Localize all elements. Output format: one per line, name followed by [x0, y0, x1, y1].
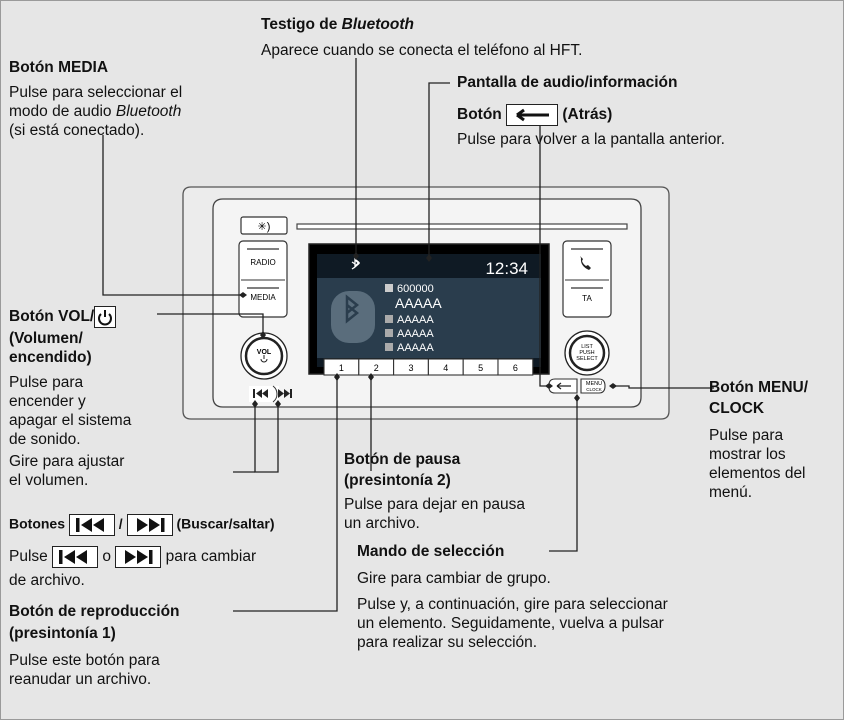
menu-clock-button[interactable] [580, 378, 606, 394]
skip-forward-icon [115, 546, 162, 568]
menu-button-desc-2: mostrar los [709, 446, 786, 463]
preset-label-6: 6 [513, 363, 518, 373]
vol-button-title-2: (Volumen/ [9, 330, 83, 347]
select-knob-desc-3: un elemento. Seguidamente, vuelva a puls… [357, 615, 664, 632]
media-button[interactable]: MEDIA [250, 293, 276, 302]
skip-forward-icon [126, 514, 173, 536]
screen-row-1: AAAAA [397, 314, 434, 326]
seek-forward-button[interactable] [278, 389, 292, 398]
vol-button-title: Botón VOL/ [9, 306, 117, 328]
vol-button-desc-6: el volumen. [9, 472, 89, 489]
screen-track-number: 600000 [397, 283, 434, 295]
pause-button-desc-1: Pulse para dejar en pausa [344, 496, 525, 513]
screen-row-2: AAAAA [397, 328, 434, 340]
back-arrow-icon [556, 382, 571, 390]
radio-button[interactable]: RADIO [250, 258, 275, 267]
select-knob-desc-4: para realizar su selección. [357, 634, 538, 651]
preset-label-3: 3 [408, 363, 413, 373]
select-knob-desc-2: Pulse y, a continuación, gire para selec… [357, 596, 668, 613]
knob-label-select: SELECT [576, 356, 598, 362]
brightness-button[interactable] [240, 216, 288, 235]
skip-back-icon [52, 546, 99, 568]
vol-power-icon [260, 355, 268, 363]
vol-button-title-3: encendido) [9, 349, 92, 366]
phone-icon[interactable] [580, 256, 591, 270]
menu-button-title-2: CLOCK [709, 400, 765, 417]
phone-ta-block [562, 240, 612, 318]
leader-lines [102, 58, 714, 612]
vol-button-desc-2: encender y [9, 393, 86, 410]
select-knob-desc-1: Gire para cambiar de grupo. [357, 570, 551, 587]
ta-button[interactable]: TA [582, 294, 592, 303]
radio-media-block [238, 240, 288, 318]
screen-clock: 12:34 [485, 259, 528, 278]
vol-button-desc-3: apagar el sistema [9, 412, 132, 429]
play-button-title-2: (presintonía 1) [9, 625, 116, 642]
back-button-desc: Pulse para volver a la pantalla anterior… [457, 131, 725, 148]
media-button-desc-3: (si está conectado). [9, 122, 145, 139]
menu-button-title-1: Botón MENU/ [709, 379, 809, 396]
preset-label-5: 5 [478, 363, 483, 373]
power-icon [94, 306, 117, 328]
seek-button-group [249, 385, 292, 403]
knob-label-push: PUSH [579, 350, 594, 356]
preset-button-6[interactable] [497, 358, 534, 376]
clock-label: CLOCK [586, 387, 602, 392]
vol-button-desc-4: de sonido. [9, 431, 81, 448]
menu-button-desc-1: Pulse para [709, 427, 784, 444]
seek-buttons-desc: Pulse o para cambiar [9, 546, 256, 568]
vol-button-desc-1: Pulse para [9, 374, 84, 391]
pause-button-title-1: Botón de pausa [344, 451, 461, 468]
bluetooth-status-icon [351, 257, 360, 270]
artist-icon [385, 315, 393, 323]
preset-label-1: 1 [339, 363, 344, 373]
play-button-desc-1: Pulse este botón para [9, 652, 160, 669]
bluetooth-indicator-desc: Aparece cuando se conecta el teléfono al… [261, 42, 583, 59]
back-arrow-icon [506, 104, 559, 126]
vol-button-desc-5: Gire para ajustar [9, 453, 125, 470]
bluetooth-indicator-title: Testigo de Bluetooth [261, 16, 414, 33]
play-button-title-1: Botón de reproducción [9, 603, 180, 620]
pause-button-desc-2: un archivo. [344, 515, 420, 532]
skip-back-icon [68, 514, 115, 536]
brightness-label: ✳︎) [258, 221, 271, 233]
menu-button-desc-3: elementos del [709, 465, 806, 482]
pause-button-title-2: (presintonía 2) [344, 472, 451, 489]
list-push-select-knob[interactable] [568, 334, 606, 372]
media-button-desc-2: modo de audio Bluetooth [9, 103, 182, 120]
screen-row-3: AAAAA [397, 342, 434, 354]
knob-label-list: LIST [581, 344, 593, 350]
preset-label-4: 4 [443, 363, 448, 373]
menu-button-desc-4: menú. [709, 484, 753, 501]
disc-slot [296, 223, 628, 230]
track-number-icon [385, 284, 393, 292]
seek-back-button[interactable] [253, 389, 268, 398]
media-button-title: Botón MEDIA [9, 59, 109, 76]
preset-label-2: 2 [374, 363, 379, 373]
leader-dots [239, 252, 617, 408]
seek-buttons-title: Botones / (Buscar/saltar) [9, 514, 275, 536]
folder-icon [385, 343, 393, 351]
play-button-desc-2: reanudar un archivo. [9, 671, 152, 688]
menu-label: MENU [586, 381, 602, 387]
media-button-desc-1: Pulse para seleccionar el [9, 84, 183, 101]
screen-track-title: AAAAA [395, 295, 442, 311]
audio-display-title: Pantalla de audio/información [457, 74, 678, 91]
vol-label: VOL [257, 349, 272, 356]
select-knob-title: Mando de selección [357, 543, 505, 560]
seek-buttons-desc-2: de archivo. [9, 572, 85, 589]
album-icon [385, 329, 393, 337]
back-button-title: Botón (Atrás) [457, 104, 612, 126]
